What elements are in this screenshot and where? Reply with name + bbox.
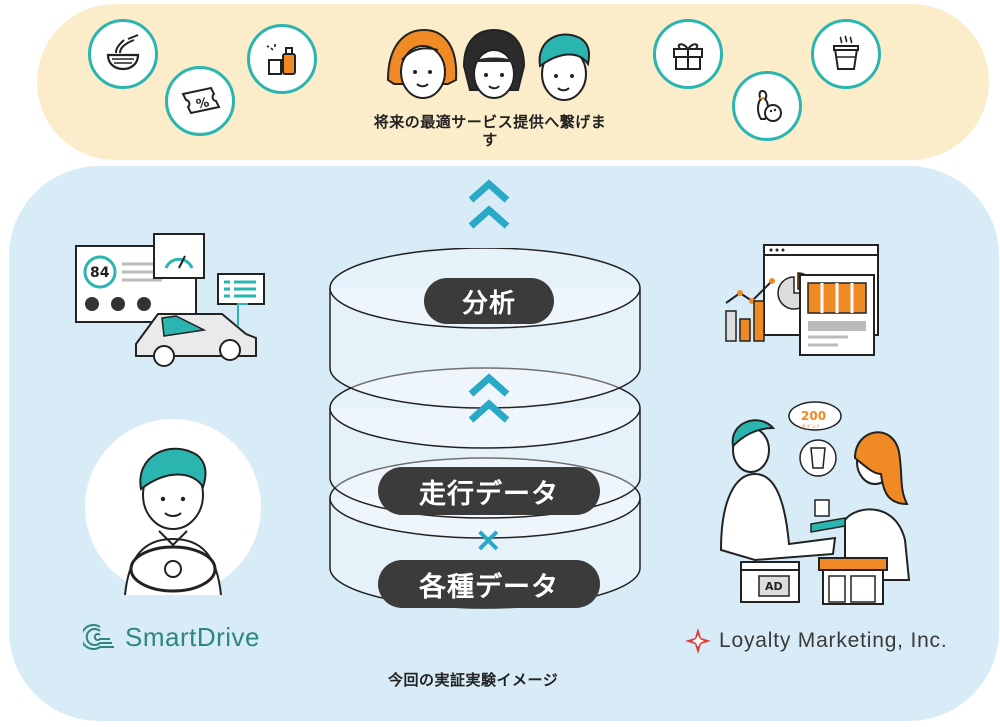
ad-label: AD: [765, 580, 783, 593]
smartdrive-logo: SmartDrive: [83, 620, 260, 654]
girl-face: [462, 28, 526, 99]
loyalty-marketing-mark-icon: [685, 628, 711, 654]
cleaning-products-icon: [247, 24, 317, 94]
loyalty-marketing-brand-text: Loyalty Marketing, Inc.: [719, 629, 948, 652]
up-chevrons-middle: [468, 373, 510, 423]
driving-dashboard-illustration: 84: [75, 233, 265, 367]
various-data-label-text: 各種データ: [419, 571, 559, 603]
combine-x-icon: ×: [474, 520, 503, 560]
smartdrive-mark-icon: [83, 624, 114, 650]
people-illustration: [386, 28, 590, 101]
gift-icon: [653, 19, 723, 89]
bowling-icon: [732, 71, 802, 141]
various-data-layer-label: 各種データ: [378, 560, 600, 608]
analysis-layer-label: 分析: [424, 278, 554, 324]
points-value: 200: [801, 409, 826, 423]
driver-illustration: [124, 447, 222, 596]
future-service-tagline: 将来の最適サービス提供へ繋げま す: [340, 113, 640, 149]
driver-avatar-circle: [85, 419, 261, 596]
woman-face: [386, 28, 458, 99]
man-face: [538, 33, 590, 101]
analytics-illustration: [725, 244, 879, 356]
dashboard-score: 84: [90, 265, 110, 281]
analysis-label-text: 分析: [461, 288, 516, 319]
store-points-illustration: 200 ポイント AD: [719, 401, 911, 605]
diagram-caption: 今回の実証実験イメージ: [388, 671, 559, 689]
svg-text:%: %: [195, 95, 211, 112]
points-unit: ポイント: [801, 423, 821, 430]
loyalty-marketing-logo: Loyalty Marketing, Inc.: [683, 626, 948, 656]
tagline-text: 将来の最適サービス提供へ繋げま す: [373, 113, 607, 149]
driving-data-layer-label: 走行データ: [378, 467, 600, 515]
up-chevrons-top: [468, 179, 510, 229]
smartdrive-brand-text: SmartDrive: [125, 621, 261, 652]
hot-drink-icon: [811, 19, 881, 89]
driving-data-label-text: 走行データ: [419, 478, 559, 510]
noodle-bowl-icon: [88, 19, 158, 89]
coupon-icon: %: [165, 66, 235, 136]
